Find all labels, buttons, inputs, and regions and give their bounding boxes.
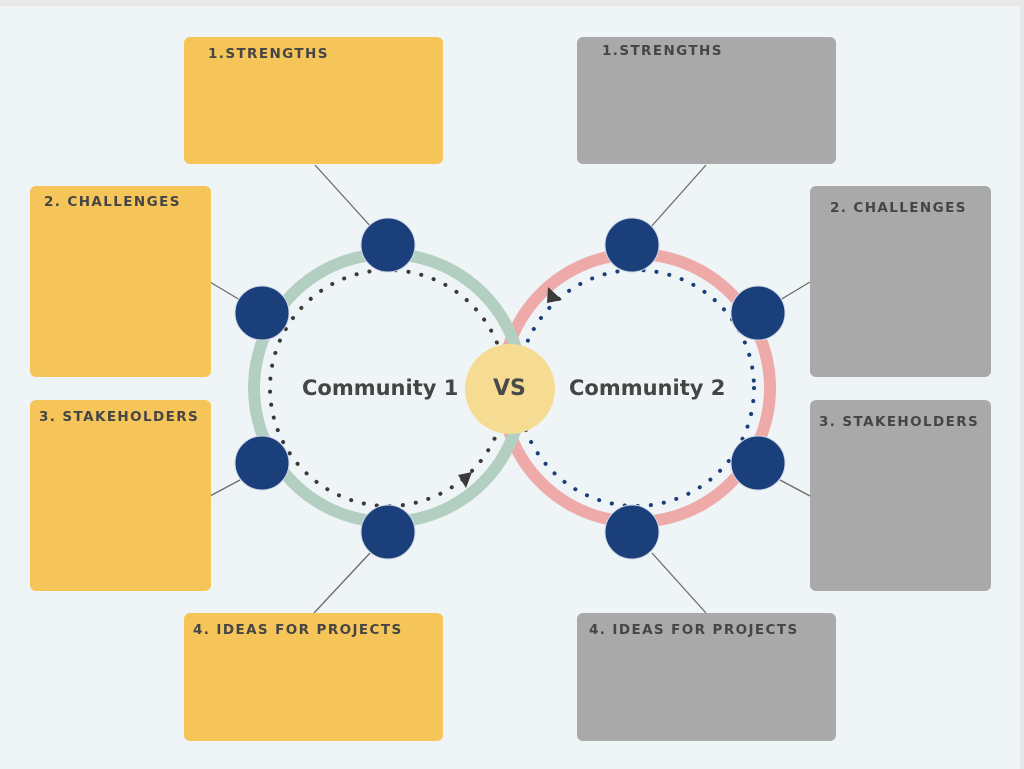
connector-right-challenges — [779, 281, 811, 301]
right-strengths-box[interactable]: 1.STRENGTHS — [577, 37, 836, 164]
connector-right-stakeholders — [779, 479, 811, 497]
community-2-title: Community 2 — [569, 376, 726, 400]
right-nodes — [604, 217, 786, 560]
left-challenges-label: 2. CHALLENGES — [44, 194, 181, 210]
right-arrow-icon — [547, 287, 562, 303]
connector-left-challenges — [209, 281, 241, 301]
right-stakeholders-box[interactable]: 3. STAKEHOLDERS — [810, 400, 991, 591]
node-right-ideas[interactable] — [604, 504, 660, 560]
node-left-challenges[interactable] — [234, 285, 290, 341]
left-arrow-icon — [458, 472, 472, 488]
vs-label: VS — [493, 376, 526, 401]
community-1-title: Community 1 — [302, 376, 459, 400]
right-challenges-label: 2. CHALLENGES — [830, 200, 967, 216]
right-ideas-label: 4. IDEAS FOR PROJECTS — [589, 622, 799, 638]
right-challenges-box[interactable]: 2. CHALLENGES — [810, 186, 991, 377]
node-right-stakeholders[interactable] — [730, 435, 786, 491]
node-left-stakeholders[interactable] — [234, 435, 290, 491]
connector-right-ideas — [651, 552, 707, 614]
node-right-strengths[interactable] — [604, 217, 660, 273]
left-challenges-box[interactable]: 2. CHALLENGES — [30, 186, 211, 377]
node-right-challenges[interactable] — [730, 285, 786, 341]
left-stakeholders-label: 3. STAKEHOLDERS — [39, 409, 200, 425]
left-ideas-label: 4. IDEAS FOR PROJECTS — [193, 622, 403, 638]
right-stakeholders-label: 3. STAKEHOLDERS — [819, 414, 980, 430]
connector-left-ideas — [313, 552, 371, 614]
connector-left-stakeholders — [209, 479, 241, 497]
right-ideas-box[interactable]: 4. IDEAS FOR PROJECTS — [577, 613, 836, 741]
left-nodes — [234, 217, 416, 560]
node-left-ideas[interactable] — [360, 504, 416, 560]
left-ideas-box[interactable]: 4. IDEAS FOR PROJECTS — [184, 613, 443, 741]
left-strengths-box[interactable]: 1.STRENGTHS — [184, 37, 443, 164]
connector-right-strengths — [649, 164, 707, 229]
right-strengths-label: 1.STRENGTHS — [602, 43, 723, 59]
node-left-strengths[interactable] — [360, 217, 416, 273]
left-stakeholders-box[interactable]: 3. STAKEHOLDERS — [30, 400, 211, 591]
left-strengths-label: 1.STRENGTHS — [208, 46, 329, 62]
vs-circle — [465, 344, 555, 434]
connector-left-strengths — [314, 164, 373, 229]
